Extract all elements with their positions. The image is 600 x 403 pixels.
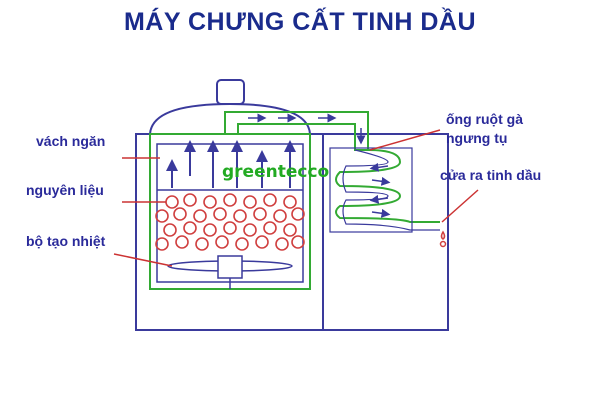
label-material: nguyên liệu bbox=[26, 182, 104, 198]
material-circles bbox=[155, 193, 305, 251]
lid-knob bbox=[216, 79, 245, 105]
label-pointers bbox=[113, 129, 479, 267]
label-outlet: cửa ra tinh dầu bbox=[440, 167, 541, 183]
label-heater: bộ tạo nhiệt bbox=[26, 233, 106, 249]
condenser-box bbox=[329, 147, 413, 233]
steam-arrows bbox=[166, 140, 296, 188]
vessel-lid bbox=[148, 102, 312, 135]
heater-body bbox=[217, 255, 243, 279]
diagram-title: MÁY CHƯNG CẤT TINH DẦU bbox=[123, 8, 477, 36]
label-partition: vách ngăn bbox=[36, 133, 105, 149]
label-coil-line1: ống ruột gà bbox=[446, 111, 523, 127]
brand-watermark: greentecco bbox=[222, 162, 329, 182]
steam-pipe bbox=[224, 111, 369, 151]
label-coil-line2: ngưng tụ bbox=[446, 130, 507, 146]
coil-flow-arrows bbox=[369, 162, 391, 218]
pipe-flow-arrows bbox=[248, 113, 366, 145]
condenser-coil bbox=[335, 149, 440, 223]
oil-drops bbox=[439, 230, 447, 248]
condenser-coil-inner bbox=[342, 149, 440, 231]
